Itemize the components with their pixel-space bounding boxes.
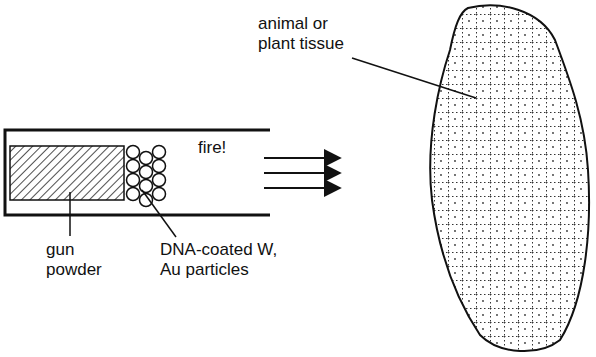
particle [140,166,153,179]
particle [153,160,166,173]
leader-lines [70,58,476,237]
gun-barrel [5,130,270,215]
fire-arrows [264,158,340,188]
fire-label: fire! [198,138,226,158]
particle [127,160,140,173]
particle [140,180,153,193]
particle [153,174,166,187]
particles-label: DNA-coated W, Au particles [160,240,292,280]
particles [127,146,166,207]
particle [153,146,166,159]
particle [153,188,166,201]
gun-powder-label: gun powder [46,240,108,280]
particle [127,188,140,201]
particle [140,152,153,165]
tissue [430,5,589,351]
tissue-label: animal or plant tissue [258,14,364,54]
particle [127,174,140,187]
particle [127,146,140,159]
gun-powder-charge [10,146,124,200]
